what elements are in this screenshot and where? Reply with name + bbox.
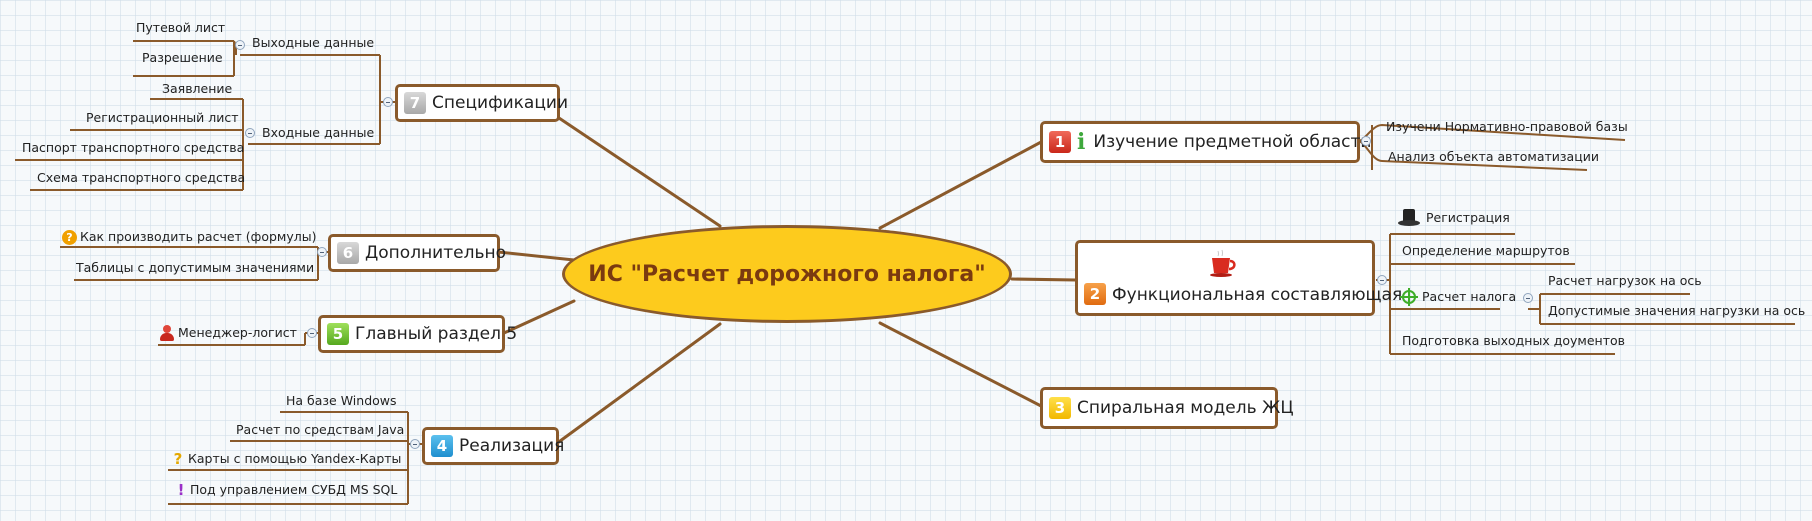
topic-2[interactable]: 2 Функциональная составляющая bbox=[1075, 240, 1402, 316]
subtopic-label: Допустимые значения нагрузки на ось bbox=[1548, 303, 1806, 318]
priority-2-badge: 2 bbox=[1084, 283, 1106, 305]
subtopic-7-1-1[interactable]: Путевой лист bbox=[136, 19, 225, 37]
subtopic-7-2-4[interactable]: Схема транспортного средства bbox=[37, 169, 245, 187]
subtopic-7-2-1[interactable]: Заявление bbox=[162, 80, 232, 98]
subtopic-label: Расчет по средствам Java bbox=[236, 422, 405, 437]
subtopic-4-4[interactable]: ! Под управлением СУБД MS SQL bbox=[176, 481, 398, 499]
topic-6[interactable]: 6 Дополнительно bbox=[328, 234, 506, 272]
collapse-toggle[interactable] bbox=[245, 128, 255, 138]
subtopic-1-1[interactable]: Изучени Нормативно-правовой базы bbox=[1386, 118, 1628, 136]
central-topic-label: ИС "Расчет дорожного налога" bbox=[588, 261, 986, 287]
topic-6-label: Дополнительно bbox=[365, 243, 506, 263]
subtopic-label: На базе Windows bbox=[286, 393, 397, 408]
subtopic-2-2[interactable]: Определение маршрутов bbox=[1402, 242, 1570, 260]
collapse-toggle[interactable] bbox=[1523, 293, 1533, 303]
subtopic-label: Паспорт транспортного средства bbox=[22, 140, 245, 155]
priority-3-badge: 3 bbox=[1049, 397, 1071, 419]
collapse-toggle[interactable] bbox=[410, 439, 420, 449]
collapse-toggle[interactable] bbox=[383, 97, 393, 107]
subtopic-2-1[interactable]: Регистрация bbox=[1398, 209, 1510, 227]
priority-7-badge: 7 bbox=[404, 92, 426, 114]
collapse-toggle[interactable] bbox=[235, 40, 245, 50]
coffee-cup-icon bbox=[1210, 249, 1236, 277]
subtopic-label: Заявление bbox=[162, 81, 233, 96]
subtopic-6-2[interactable]: Таблицы с допустимым значениями bbox=[76, 259, 314, 277]
subtopic-label: Выходные данные bbox=[252, 35, 375, 50]
topic-3-label: Спиральная модель ЖЦ bbox=[1077, 398, 1294, 418]
subtopic-label: Регистрационный лист bbox=[86, 110, 239, 125]
subtopic-7-1-2[interactable]: Разрешение bbox=[142, 49, 223, 67]
subtopic-label: Определение маршрутов bbox=[1402, 243, 1570, 258]
subtopic-2-4[interactable]: Подготовка выходных доументов bbox=[1402, 332, 1625, 350]
collapse-toggle[interactable] bbox=[317, 247, 327, 257]
priority-5-badge: 5 bbox=[327, 323, 349, 345]
topic-4-label: Реализация bbox=[459, 436, 565, 456]
subtopic-label: Расчет налога bbox=[1422, 289, 1517, 304]
topic-7-label: Спецификации bbox=[432, 93, 568, 113]
topic-3[interactable]: 3 Спиральная модель ЖЦ bbox=[1040, 387, 1294, 429]
subtopic-4-3[interactable]: ? Карты с помощью Yandex-Карты bbox=[172, 450, 402, 468]
subtopic-7-2-2[interactable]: Регистрационный лист bbox=[86, 109, 239, 127]
person-icon bbox=[160, 325, 174, 341]
subtopic-5-1[interactable]: Менеджер-логист bbox=[160, 324, 297, 342]
subtopic-label: Схема транспортного средства bbox=[37, 170, 246, 185]
subtopic-4-1[interactable]: На базе Windows bbox=[286, 392, 397, 410]
subtopic-2-3-1[interactable]: Расчет нагрузок на ось bbox=[1548, 272, 1702, 290]
central-topic[interactable]: ИС "Расчет дорожного налога" bbox=[562, 225, 1012, 323]
subtopic-label: Регистрация bbox=[1426, 210, 1510, 225]
subtopic-label: Под управлением СУБД MS SQL bbox=[190, 482, 398, 497]
priority-1-badge: 1 bbox=[1049, 131, 1071, 153]
collapse-toggle[interactable] bbox=[1361, 136, 1371, 146]
subtopic-label: Как производить расчет (формулы) bbox=[80, 229, 317, 244]
question-circle-icon: ? bbox=[62, 229, 77, 245]
subtopic-label: Анализ объекта автоматизации bbox=[1388, 149, 1599, 164]
subtopic-4-2[interactable]: Расчет по средствам Java bbox=[236, 421, 404, 439]
subtopic-label: Расчет нагрузок на ось bbox=[1548, 273, 1702, 288]
topic-4[interactable]: 4 Реализация bbox=[422, 427, 564, 465]
subtopic-label: Таблицы с допустимым значениями bbox=[76, 260, 315, 275]
subtopic-label: Карты с помощью Yandex-Карты bbox=[188, 451, 402, 466]
collapse-toggle[interactable] bbox=[307, 328, 317, 338]
subtopic-7-2[interactable]: Входные данные bbox=[262, 124, 374, 142]
priority-4-badge: 4 bbox=[431, 435, 453, 457]
subtopic-label: Путевой лист bbox=[136, 20, 226, 35]
subtopic-label: Менеджер-логист bbox=[178, 325, 297, 340]
question-mark-icon: ? bbox=[173, 450, 183, 468]
subtopic-1-2[interactable]: Анализ объекта автоматизации bbox=[1388, 148, 1599, 166]
topic-5-label: Главный раздел 5 bbox=[355, 324, 518, 344]
exclamation-icon: ! bbox=[177, 481, 185, 499]
topic-2-label: Функциональная составляющая bbox=[1112, 285, 1403, 305]
topic-1-label: Изучение предметной области bbox=[1093, 132, 1372, 152]
subtopic-label: Изучени Нормативно-правовой базы bbox=[1386, 119, 1628, 134]
topic-7[interactable]: 7 Спецификации bbox=[395, 84, 568, 122]
subtopic-6-1[interactable]: ? Как производить расчет (формулы) bbox=[62, 228, 317, 246]
subtopic-label: Разрешение bbox=[142, 50, 223, 65]
info-icon: i bbox=[1077, 129, 1086, 155]
subtopic-2-3-2[interactable]: Допустимые значения нагрузки на ось bbox=[1548, 302, 1805, 320]
target-icon bbox=[1400, 288, 1418, 306]
topic-5[interactable]: 5 Главный раздел 5 bbox=[318, 315, 517, 353]
top-hat-icon bbox=[1398, 209, 1420, 227]
priority-6-badge: 6 bbox=[337, 242, 359, 264]
topic-1[interactable]: 1 i Изучение предметной области bbox=[1040, 121, 1371, 163]
subtopic-label: Входные данные bbox=[262, 125, 375, 140]
collapse-toggle[interactable] bbox=[1377, 275, 1387, 285]
subtopic-label: Подготовка выходных доументов bbox=[1402, 333, 1625, 348]
subtopic-7-2-3[interactable]: Паспорт транспортного средства bbox=[22, 139, 244, 157]
subtopic-2-3[interactable]: Расчет налога bbox=[1400, 288, 1517, 306]
subtopic-7-1[interactable]: Выходные данные bbox=[252, 34, 374, 52]
